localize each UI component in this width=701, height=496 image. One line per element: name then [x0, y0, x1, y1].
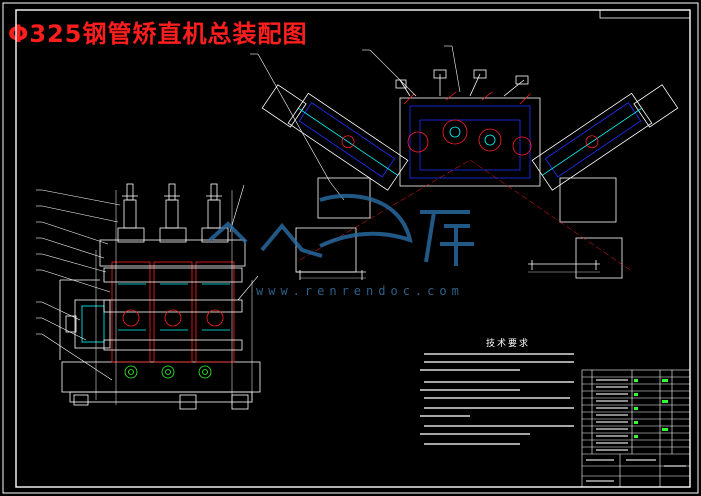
front-view — [36, 183, 261, 410]
top-corner-box — [599, 9, 691, 19]
watermark-logo — [208, 193, 474, 266]
notes-title: 技术要求 — [486, 339, 531, 349]
title-block — [581, 369, 691, 488]
title-block-text — [586, 379, 686, 482]
notes-lines — [420, 353, 574, 445]
title-block-cells — [634, 379, 668, 438]
watermark-url: www.renrendoc.com — [256, 284, 464, 298]
drawing-title: Φ325钢管矫直机总装配图 — [8, 20, 308, 48]
drawing-border — [15, 9, 691, 488]
